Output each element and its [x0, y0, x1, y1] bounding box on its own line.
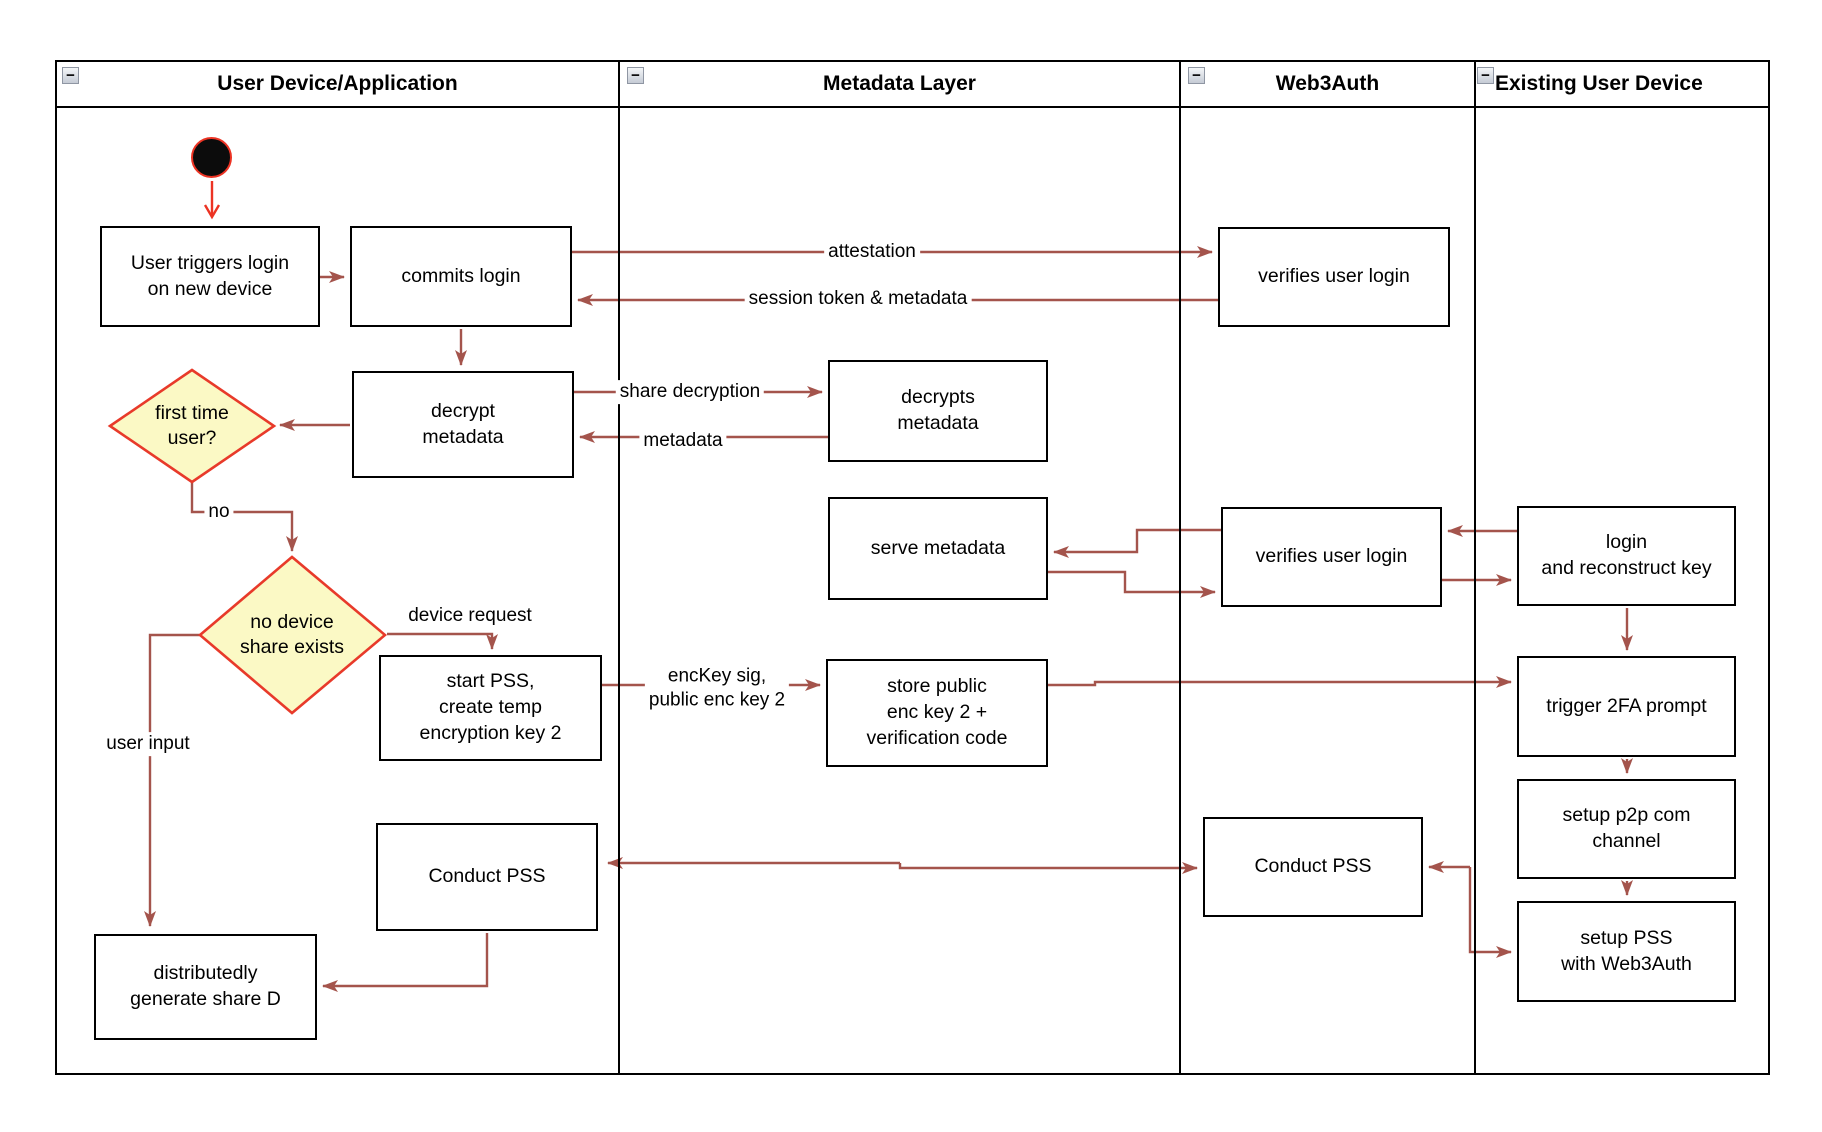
- edge-label-no: no: [204, 500, 234, 524]
- node-decrypt-metadata[interactable]: decrypt metadata: [352, 371, 574, 478]
- node-verifies-user-login-top[interactable]: verifies user login: [1218, 227, 1450, 327]
- edge-conduct-to-distributedly[interactable]: [322, 933, 489, 992]
- lane-title-existing-device: Existing User Device: [1495, 72, 1703, 95]
- pool-border-left: [55, 60, 57, 1075]
- node-serve-metadata[interactable]: serve metadata: [828, 497, 1048, 600]
- edge-verifies-to-serve[interactable]: [1053, 528, 1221, 558]
- node-store-public-enc-key[interactable]: store public enc key 2 + verification co…: [826, 659, 1048, 767]
- edge-conduct-to-setuppss[interactable]: [1468, 867, 1512, 958]
- lane-divider-3: [1474, 60, 1476, 1075]
- edge-no-branch[interactable]: [190, 482, 298, 552]
- node-setup-p2p[interactable]: setup p2p com channel: [1517, 779, 1736, 879]
- edge-store-to-trigger[interactable]: [1048, 676, 1512, 688]
- edge-device-request[interactable]: [387, 632, 498, 650]
- collapse-icon[interactable]: −: [627, 67, 644, 84]
- decision-first-time-user[interactable]: [107, 368, 277, 484]
- node-conduct-pss-user[interactable]: Conduct PSS: [376, 823, 598, 931]
- edge-label-metadata: metadata: [639, 429, 727, 453]
- edge-label-device-request: device request: [404, 604, 536, 628]
- edge-conduct-pss-right[interactable]: [898, 862, 1198, 874]
- start-node[interactable]: [191, 137, 232, 178]
- lane-divider-2: [1179, 60, 1181, 1075]
- collapse-icon[interactable]: −: [1188, 67, 1205, 84]
- edge-label-enckey: encKey sig, public enc key 2: [644, 664, 790, 712]
- lane-title-metadata-layer: Metadata Layer: [823, 72, 976, 95]
- decision-no-device-share[interactable]: [197, 555, 388, 715]
- pool-border-top: [55, 60, 1770, 62]
- lane-title-web3auth: Web3Auth: [1275, 72, 1380, 95]
- lane-header-divider: [55, 106, 1770, 108]
- edge-label-share-decryption: share decryption: [615, 380, 765, 404]
- collapse-icon[interactable]: −: [62, 67, 79, 84]
- collapse-icon[interactable]: −: [1477, 67, 1494, 84]
- node-login-reconstruct-key[interactable]: login and reconstruct key: [1517, 506, 1736, 606]
- edge-serve-to-verifies[interactable]: [1048, 570, 1216, 598]
- node-commits-login[interactable]: commits login: [350, 226, 572, 327]
- pool-border-bottom: [55, 1073, 1770, 1075]
- edge-user-input[interactable]: [144, 633, 200, 927]
- edge-label-attestation: attestation: [824, 240, 920, 264]
- node-trigger-2fa[interactable]: trigger 2FA prompt: [1517, 656, 1736, 757]
- edge-label-user-input: user input: [102, 732, 194, 756]
- lane-title-user-device: User Device/Application: [217, 72, 458, 95]
- node-distributedly-generate[interactable]: distributedly generate share D: [94, 934, 317, 1040]
- node-user-triggers-login[interactable]: User triggers login on new device: [100, 226, 320, 327]
- node-setup-pss[interactable]: setup PSS with Web3Auth: [1517, 901, 1736, 1002]
- pool-border-right: [1768, 60, 1770, 1075]
- decision-label-no-device-share[interactable]: no device share exists: [239, 610, 345, 658]
- node-conduct-pss-web3[interactable]: Conduct PSS: [1203, 817, 1423, 917]
- node-start-pss[interactable]: start PSS, create temp encryption key 2: [379, 655, 602, 761]
- node-verifies-user-login-mid[interactable]: verifies user login: [1221, 507, 1442, 607]
- edge-label-session-token: session token & metadata: [744, 287, 972, 311]
- decision-label-first-time-user[interactable]: first time user?: [155, 401, 229, 449]
- lane-divider-1: [618, 60, 620, 1075]
- node-decrypts-metadata[interactable]: decrypts metadata: [828, 360, 1048, 462]
